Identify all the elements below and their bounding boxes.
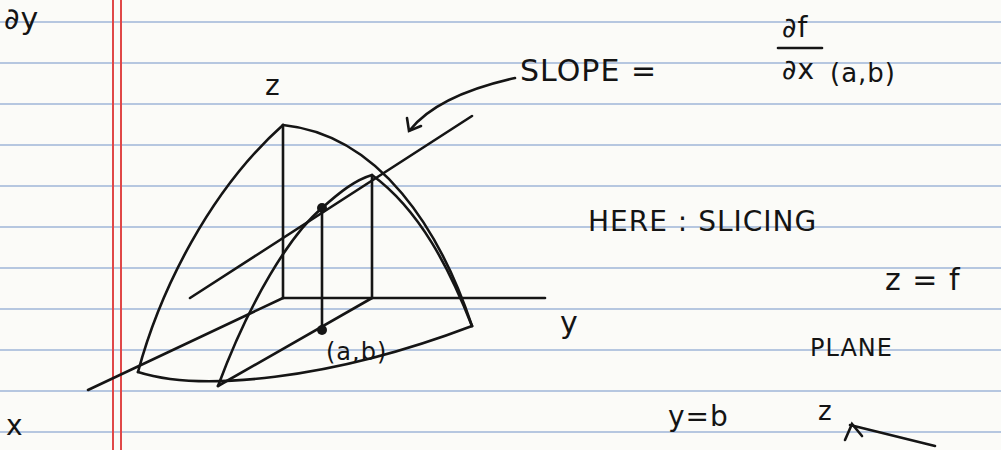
equation-text: z = f	[885, 265, 961, 295]
axis-label: z	[818, 398, 833, 424]
margin-lines	[113, 0, 121, 450]
note-text: HERE : SLICING	[588, 208, 817, 236]
axis-label: y	[560, 308, 579, 338]
point-label: (a,b)	[830, 60, 896, 86]
axis-label: z	[265, 72, 281, 100]
fraction-denominator: ∂x	[782, 56, 815, 84]
note-text: PLANE	[810, 336, 893, 360]
equation-text: y=b	[668, 403, 729, 431]
slope-label: SLOPE =	[520, 56, 657, 86]
ruled-lines	[0, 22, 1001, 432]
point-label: (a,b)	[326, 340, 387, 364]
partial-derivative: ∂y	[4, 4, 39, 34]
axis-label: x	[6, 412, 24, 440]
fraction-numerator: ∂f	[782, 14, 808, 42]
surface-sketch	[88, 48, 935, 446]
